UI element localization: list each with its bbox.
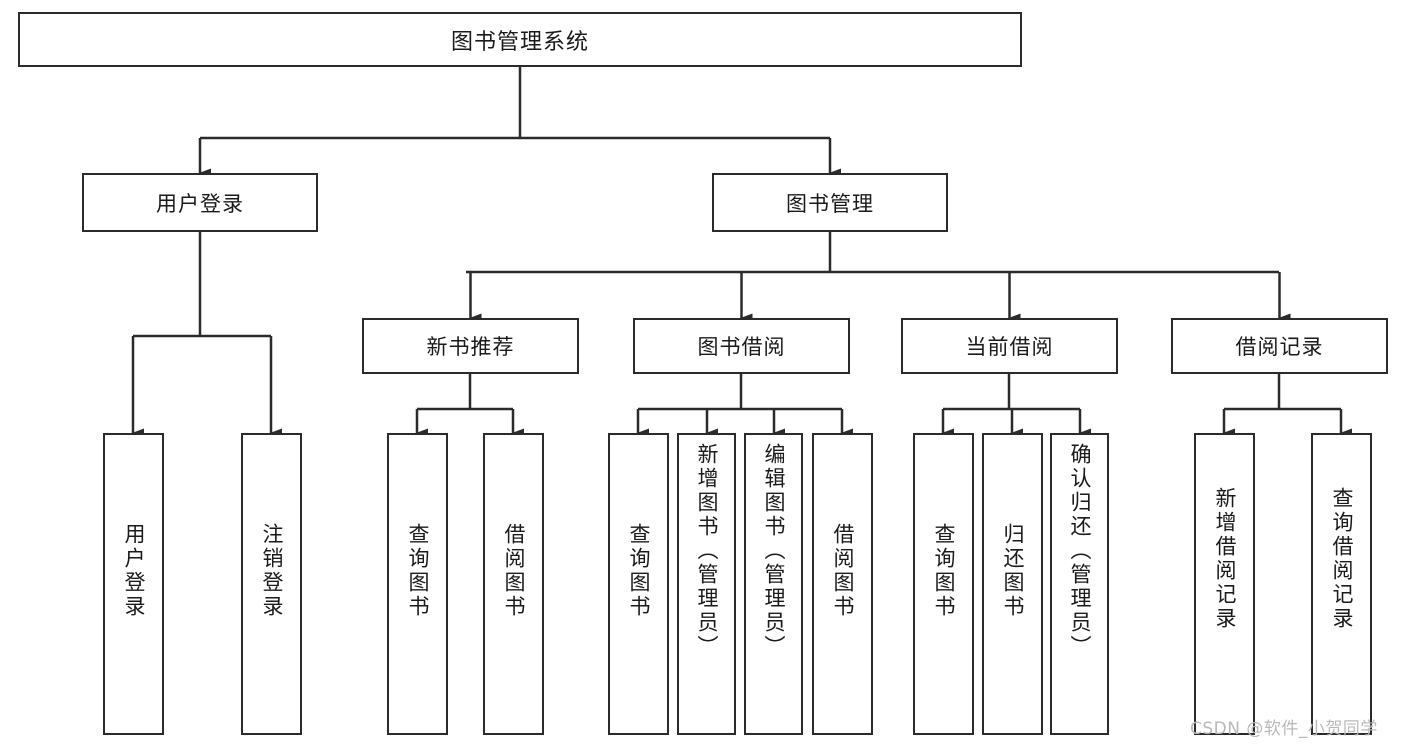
node-label: 当前借阅 <box>965 335 1054 359</box>
node-label: 查询图书 <box>931 523 956 619</box>
node-label: 归还图书 <box>1000 523 1025 619</box>
node-leaf-3[interactable]: 借阅图书 <box>483 433 544 735</box>
node-leaf-4[interactable]: 查询图书 <box>608 433 669 735</box>
node-leaf-12[interactable]: 查询借阅记录 <box>1311 433 1372 735</box>
node-level3-2[interactable]: 当前借阅 <box>901 318 1118 374</box>
node-label: 用户登录 <box>121 523 146 619</box>
node-level3-0[interactable]: 新书推荐 <box>362 318 579 374</box>
node-level3-1[interactable]: 图书借阅 <box>633 318 850 374</box>
node-leaf-9[interactable]: 归还图书 <box>982 433 1043 735</box>
node-label: 图书管理系统 <box>450 29 589 55</box>
node-leaf-7[interactable]: 借阅图书 <box>812 433 873 735</box>
edge-paths <box>131 67 1352 438</box>
node-label: 用户登录 <box>156 191 244 216</box>
node-leaf-1[interactable]: 注销登录 <box>241 433 302 735</box>
node-root[interactable]: 图书管理系统 <box>18 12 1022 67</box>
node-leaf-0[interactable]: 用户登录 <box>103 433 164 735</box>
node-label: 查询图书 <box>405 523 430 619</box>
node-label: 编辑图书（管理员） <box>761 443 786 659</box>
node-label: 注销登录 <box>259 523 284 619</box>
node-leaf-6[interactable]: 编辑图书（管理员） <box>744 433 803 735</box>
node-label: 查询借阅记录 <box>1329 487 1354 631</box>
node-leaf-2[interactable]: 查询图书 <box>387 433 448 735</box>
node-label: 新增借阅记录 <box>1212 487 1237 631</box>
node-leaf-5[interactable]: 新增图书（管理员） <box>677 433 736 735</box>
watermark-text: CSDN @软件_小贺同学 <box>1190 719 1378 739</box>
node-level2-0[interactable]: 用户登录 <box>82 173 318 232</box>
node-label: 借阅记录 <box>1235 335 1324 359</box>
node-label: 图书管理 <box>786 191 874 216</box>
node-label: 借阅图书 <box>501 523 526 619</box>
node-level3-3[interactable]: 借阅记录 <box>1171 318 1388 374</box>
node-leaf-11[interactable]: 新增借阅记录 <box>1194 433 1255 735</box>
node-label: 查询图书 <box>626 523 651 619</box>
node-leaf-8[interactable]: 查询图书 <box>913 433 974 735</box>
node-label: 借阅图书 <box>830 523 855 619</box>
node-label: 图书借阅 <box>697 335 786 359</box>
node-level2-1[interactable]: 图书管理 <box>712 173 948 232</box>
node-label: 新书推荐 <box>426 335 515 359</box>
node-label: 确认归还（管理员） <box>1067 443 1092 659</box>
node-label: 新增图书（管理员） <box>694 443 719 659</box>
node-leaf-10[interactable]: 确认归还（管理员） <box>1050 433 1109 735</box>
